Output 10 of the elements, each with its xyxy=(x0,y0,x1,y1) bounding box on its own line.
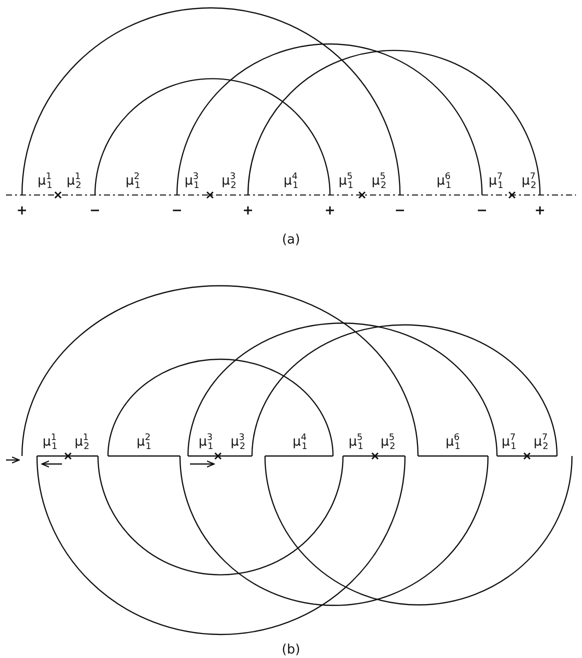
sign-label: + xyxy=(242,204,254,218)
sign-label: + xyxy=(16,204,28,218)
panel-label: (a) xyxy=(282,234,300,246)
sign-label: − xyxy=(476,204,488,218)
sign-label: − xyxy=(394,204,406,218)
panel-label: (b) xyxy=(282,644,300,656)
sign-label: − xyxy=(90,204,100,218)
sign-label: + xyxy=(534,204,546,218)
sign-label: + xyxy=(324,204,336,218)
sign-label: − xyxy=(172,204,182,218)
